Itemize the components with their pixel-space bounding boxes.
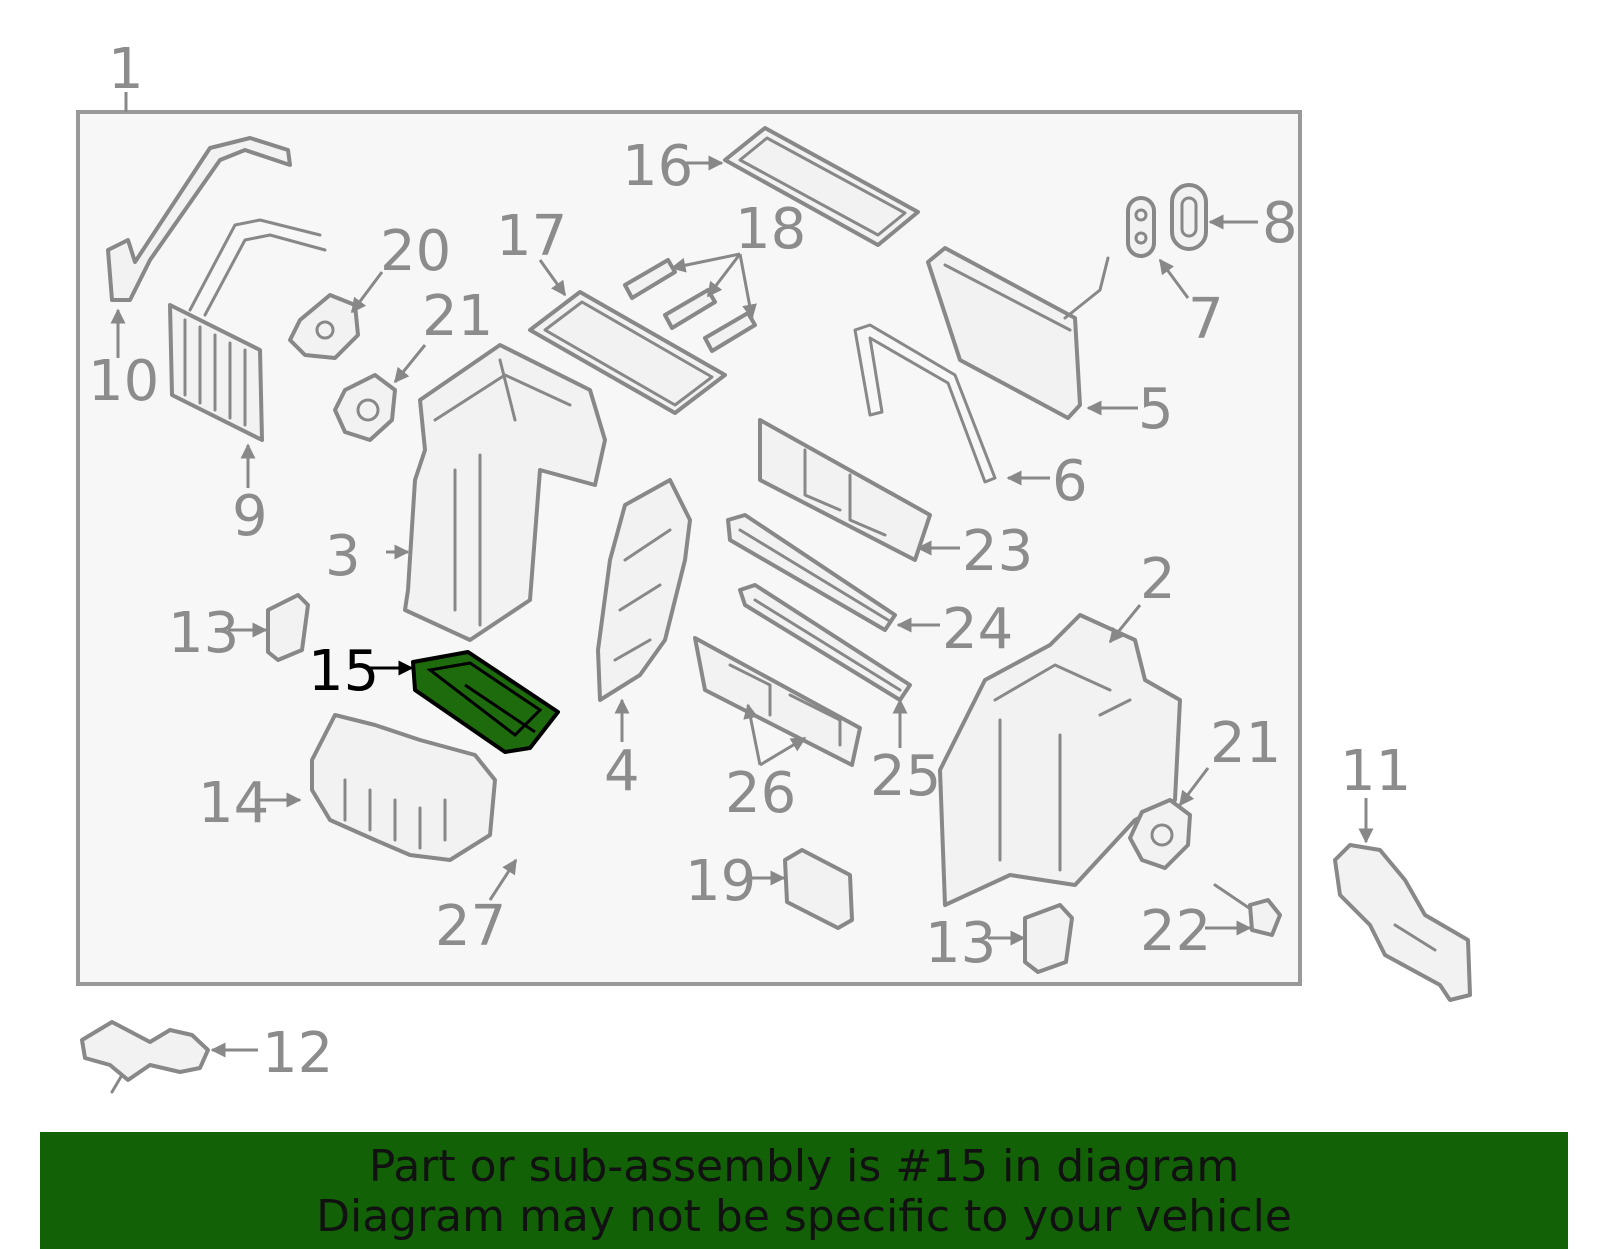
callout-1: 1 (108, 37, 144, 102)
part-11-duct[interactable] (1333, 843, 1472, 1002)
leader-21a (393, 344, 427, 384)
callout-2: 2 (1140, 547, 1176, 612)
part-24-door[interactable] (726, 513, 897, 632)
part-19-pad[interactable] (783, 848, 854, 930)
callout-22: 22 (1140, 899, 1211, 964)
leader-27 (488, 858, 518, 901)
callout-23: 23 (962, 519, 1033, 584)
callout-10: 10 (88, 349, 159, 414)
callout-21-right: 21 (1210, 711, 1281, 776)
part-8-grommet[interactable] (1170, 183, 1208, 251)
part-14-lower-case[interactable] (310, 713, 497, 862)
part-7-grommet[interactable] (1126, 196, 1156, 258)
callout-20: 20 (380, 219, 451, 284)
info-banner: Part or sub-assembly is #15 in diagram D… (40, 1132, 1568, 1249)
part-17-filter[interactable] (528, 290, 727, 415)
callout-12: 12 (262, 1021, 333, 1086)
callout-13-right: 13 (925, 911, 996, 976)
part-23-door[interactable] (758, 418, 932, 562)
callout-27: 27 (435, 894, 506, 959)
part-26-door[interactable] (693, 636, 862, 767)
part-16-filter[interactable] (723, 126, 920, 247)
part-6-seal[interactable] (853, 323, 997, 484)
callout-7: 7 (1188, 287, 1224, 352)
callout-13-left: 13 (168, 601, 239, 666)
callout-3: 3 (325, 524, 361, 589)
leader-26a (743, 703, 762, 766)
callout-16: 16 (622, 134, 693, 199)
callout-15: 15 (308, 639, 379, 704)
callout-26: 26 (725, 761, 796, 826)
leader-7 (1158, 258, 1190, 299)
callout-18: 18 (735, 197, 806, 262)
part-10-heater-pipe[interactable] (106, 136, 327, 317)
callout-11: 11 (1340, 739, 1411, 804)
part-21-actuator-left[interactable] (333, 373, 397, 442)
callout-25: 25 (870, 744, 941, 809)
leader-18a (670, 252, 741, 273)
callout-17: 17 (496, 204, 567, 269)
part-13-seal-left[interactable] (266, 593, 310, 662)
callout-9: 9 (232, 484, 268, 549)
leader-2 (1108, 604, 1142, 644)
leader-18c (738, 253, 757, 320)
callout-5: 5 (1138, 377, 1174, 442)
callout-19: 19 (685, 849, 756, 914)
callout-14: 14 (198, 771, 269, 836)
callout-8: 8 (1262, 191, 1298, 256)
part-25-door[interactable] (738, 583, 912, 702)
callout-21-left: 21 (422, 284, 493, 349)
callout-6: 6 (1052, 449, 1088, 514)
part-20-actuator[interactable] (288, 293, 360, 360)
part-21-actuator-right[interactable] (1128, 798, 1192, 870)
leader-26b (759, 736, 807, 767)
part-22-sensor[interactable] (1213, 883, 1282, 937)
part-2-case-right[interactable] (938, 613, 1182, 907)
part-9-heater-core[interactable] (168, 303, 264, 442)
part-12-duct[interactable] (80, 1020, 210, 1094)
part-3-case-left[interactable] (403, 343, 607, 642)
part-13-seal-right[interactable] (1023, 903, 1074, 974)
part-5-evaporator[interactable] (926, 246, 1110, 420)
callout-4: 4 (604, 739, 640, 804)
part-27-drain-hose[interactable] (516, 853, 628, 972)
leader-18b (706, 253, 742, 298)
leader-21b (1178, 767, 1210, 807)
part-4-case-plate[interactable] (596, 478, 692, 702)
leader-17 (538, 259, 567, 297)
callout-24: 24 (942, 597, 1013, 662)
banner-line-2: Diagram may not be specific to your vehi… (316, 1191, 1292, 1242)
part-15-drain-pan-highlighted[interactable] (411, 650, 560, 754)
leader-20 (350, 271, 384, 314)
banner-line-1: Part or sub-assembly is #15 in diagram (368, 1141, 1240, 1192)
